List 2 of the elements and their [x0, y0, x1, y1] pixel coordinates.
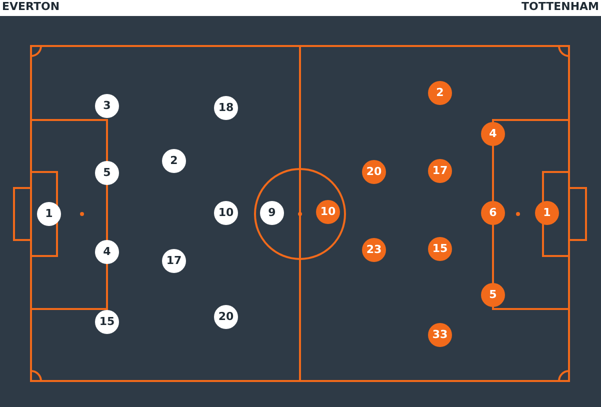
team-name: TOTTENHAM [522, 0, 599, 14]
team-name: EVERTON [2, 0, 60, 14]
